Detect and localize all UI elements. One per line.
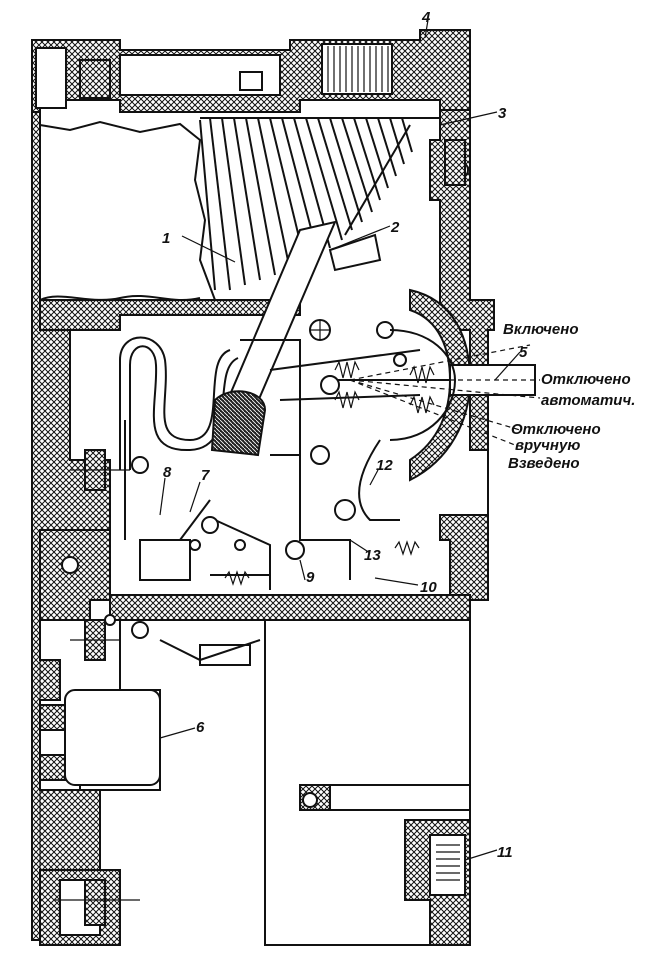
- callout-12: 12: [376, 457, 393, 474]
- handle-state-labels: Включено Отключено автоматич. Отключено …: [503, 321, 635, 472]
- callout-9: 9: [306, 569, 315, 586]
- callout-4: 4: [421, 9, 431, 26]
- current-transformer: [39, 689, 161, 786]
- state-off-auto-line1: Отключено: [541, 371, 631, 388]
- callout-2: 2: [390, 219, 400, 236]
- callout-6: 6: [196, 719, 205, 736]
- arc-chute-coil: [321, 43, 393, 95]
- handle-position-rays: [349, 344, 541, 446]
- fixed-contact: [210, 390, 267, 457]
- callout-3: 3: [498, 105, 507, 122]
- state-on: Включено: [503, 321, 578, 338]
- callout-7: 7: [201, 467, 210, 484]
- state-off-manual-line2: вручную: [515, 437, 580, 454]
- callout-1: 1: [162, 230, 170, 247]
- arc-chute-plates: [199, 117, 440, 291]
- state-cocked: Взведено: [508, 455, 580, 472]
- callout-13: 13: [364, 547, 381, 564]
- callout-11: 11: [497, 844, 513, 861]
- leader-lines: [159, 19, 521, 861]
- state-off-manual-line1: Отключено: [511, 421, 601, 438]
- callout-8: 8: [163, 464, 172, 481]
- terminals: [55, 139, 466, 926]
- handle: [389, 288, 536, 482]
- state-off-auto-line2: автоматич.: [541, 392, 635, 409]
- callout-10: 10: [420, 579, 437, 596]
- callout-numbers: 1 2 3 4 5 6 7 8 9 10 11 12 13: [162, 9, 528, 861]
- springs: [224, 360, 435, 586]
- callout-5: 5: [519, 344, 528, 361]
- cutaway-edges: [39, 120, 216, 302]
- lower-terminal: [429, 834, 466, 896]
